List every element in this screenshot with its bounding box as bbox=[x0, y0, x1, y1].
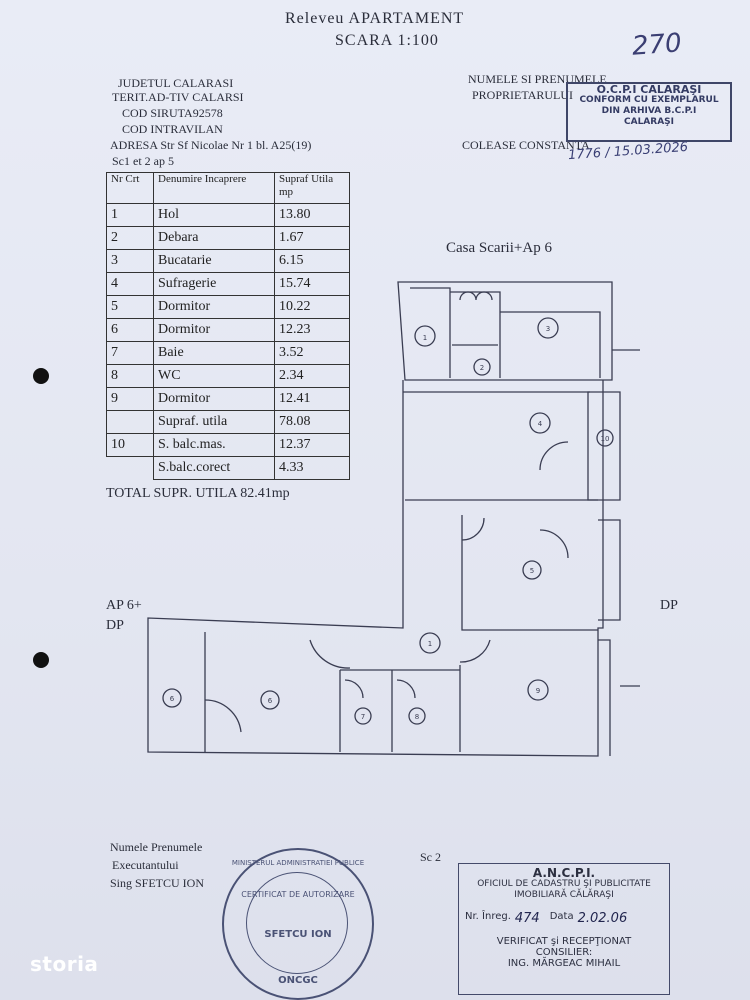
owner-name: COLEASE CONSTANTA bbox=[462, 138, 590, 152]
row-nr: 9 bbox=[106, 387, 154, 411]
svg-text:3: 3 bbox=[546, 325, 550, 333]
svg-text:8: 8 bbox=[415, 713, 419, 721]
svg-text:6: 6 bbox=[170, 695, 175, 703]
util-value: 78.08 bbox=[274, 410, 350, 434]
header-area: Supraf Utila mp bbox=[274, 172, 350, 204]
table-header-row: Nr Crt Denumire Incaprere Supraf Utila m… bbox=[106, 172, 350, 204]
ancpi-consilier: CONSILIER: bbox=[535, 947, 593, 958]
row-name: Debara bbox=[153, 226, 275, 250]
header-name: Denumire Incaprere bbox=[153, 172, 275, 204]
header-siruta: COD SIRUTA92578 bbox=[122, 106, 223, 120]
row-nr: 2 bbox=[106, 226, 154, 250]
svg-text:7: 7 bbox=[361, 713, 365, 721]
row-area: 3.52 bbox=[274, 341, 350, 365]
ancpi-stamp: A.N.C.P.I. OFICIUL DE CADASTRU ŞI PUBLIC… bbox=[458, 863, 670, 995]
balc-corect-value: 4.33 bbox=[274, 456, 350, 480]
ancpi-data-value: 2.02.06 bbox=[577, 911, 628, 926]
svg-text:5: 5 bbox=[530, 567, 534, 575]
row-nr: 1 bbox=[106, 203, 154, 227]
header-county: JUDETUL CALARASI bbox=[118, 76, 234, 90]
row-name: Dormitor bbox=[153, 318, 275, 342]
authorization-stamp-inner bbox=[246, 872, 348, 974]
punch-hole bbox=[33, 368, 49, 384]
stair-label: Casa Scarii+Ap 6 bbox=[446, 240, 552, 256]
ancpi-title: A.N.C.P.I. bbox=[532, 866, 596, 880]
ancpi-name: ING. MĂRGEAC MIHAIL bbox=[507, 958, 621, 969]
svg-text:2: 2 bbox=[480, 364, 484, 372]
svg-text:9: 9 bbox=[536, 687, 540, 695]
owner-heading-2: PROPRIETARULUI bbox=[472, 88, 574, 102]
total-area: TOTAL SUPR. UTILA 82.41mp bbox=[106, 486, 290, 501]
row-area: 15.74 bbox=[274, 272, 350, 296]
svg-text:6: 6 bbox=[268, 697, 273, 705]
row-area: 12.23 bbox=[274, 318, 350, 342]
ocpi-stamp-line-1: O.C.P.I CALARAŞI bbox=[596, 83, 702, 96]
row-nr: 4 bbox=[106, 272, 154, 296]
ocpi-stamp-line-4: CALARAŞI bbox=[624, 117, 674, 127]
stamp-org: ONCGC bbox=[278, 975, 318, 986]
dp-right-label: DP bbox=[660, 598, 678, 613]
stamp-ring-text: MINISTERUL ADMINISTRATIEI PUBLICE bbox=[231, 859, 365, 867]
row-name: Dormitor bbox=[153, 387, 275, 411]
authorization-stamp: MINISTERUL ADMINISTRATIEI PUBLICE CERTIF… bbox=[222, 848, 374, 1000]
ancpi-inreg-value: 474 bbox=[514, 911, 540, 926]
ancpi-registration-row: Nr. Înreg. 474 Data 2.02.06 bbox=[465, 911, 669, 926]
executant-name: Sing SFETCU ION bbox=[110, 876, 205, 890]
ocpi-stamp: O.C.P.I CALARAŞI CONFORM CU EXEMPLARUL D… bbox=[566, 82, 732, 142]
neighbor-label: AP 6+ bbox=[106, 598, 142, 613]
balc-corect-label: S.balc.corect bbox=[153, 456, 275, 480]
punch-hole bbox=[33, 652, 49, 668]
stamp-holder: SFETCU ION bbox=[264, 929, 332, 940]
document-scale: SCARA 1:100 bbox=[335, 32, 439, 49]
sc2-label: Sc 2 bbox=[420, 850, 441, 864]
ancpi-office-2: IMOBILIARĂ CĂLĂRAŞI bbox=[514, 890, 614, 900]
ancpi-verified: VERIFICAT şi RECEPŢIONAT bbox=[496, 936, 632, 947]
row-area: 6.15 bbox=[274, 249, 350, 273]
header-intravilan: COD INTRAVILAN bbox=[122, 122, 223, 136]
ocpi-stamp-line-3: DIN ARHIVA B.C.P.I bbox=[601, 106, 697, 116]
header-staircase: Sc1 et 2 ap 5 bbox=[112, 154, 174, 168]
stamp-certificate: CERTIFICAT DE AUTORIZARE bbox=[241, 890, 355, 899]
ocpi-stamp-line-2: CONFORM CU EXEMPLARUL bbox=[579, 95, 719, 105]
header-address: ADRESA Str Sf Nicolae Nr 1 bl. A25(19) bbox=[110, 138, 312, 152]
svg-text:4: 4 bbox=[538, 420, 543, 428]
row-name: Dormitor bbox=[153, 295, 275, 319]
row-nr: 7 bbox=[106, 341, 154, 365]
row-name: Bucatarie bbox=[153, 249, 275, 273]
ancpi-inreg-label: Nr. Înreg. bbox=[465, 911, 511, 922]
svg-text:1: 1 bbox=[428, 640, 432, 648]
row-area: 10.22 bbox=[274, 295, 350, 319]
executant-label-2: Executantului bbox=[112, 858, 179, 872]
balc-nr: 10 bbox=[106, 433, 154, 457]
ancpi-office: OFICIUL DE CADASTRU ŞI PUBLICITATE bbox=[477, 879, 651, 889]
svg-text:1: 1 bbox=[423, 334, 427, 342]
row-name: Hol bbox=[153, 203, 275, 227]
rooms-table: Nr Crt Denumire Incaprere Supraf Utila m… bbox=[106, 172, 350, 480]
svg-text:10: 10 bbox=[601, 435, 610, 443]
document-title: Releveu APARTAMENT bbox=[285, 10, 465, 27]
storia-watermark-logo: storia bbox=[30, 952, 99, 976]
executant-label: Numele Prenumele bbox=[110, 840, 203, 854]
row-name: WC bbox=[153, 364, 275, 388]
ancpi-data-label: Data bbox=[549, 911, 574, 922]
dp-left-label: DP bbox=[106, 618, 124, 633]
header-territory: TERIT.AD-TIV CALARSI bbox=[112, 90, 244, 104]
row-area: 1.67 bbox=[274, 226, 350, 250]
